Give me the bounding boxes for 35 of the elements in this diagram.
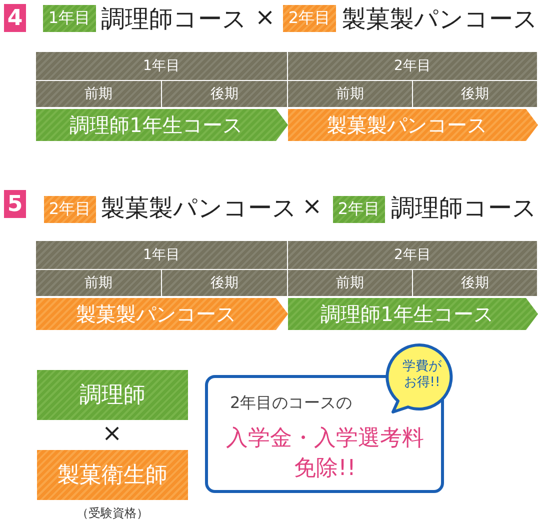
table-cell: 前期 [288, 270, 412, 296]
year-tag: 2年目 [333, 196, 385, 223]
table-cell: 後期 [413, 81, 537, 107]
number-badge: 5 [4, 190, 26, 218]
course-banner: 製菓製パンコース [36, 298, 288, 330]
table-cell: 前期 [36, 81, 161, 107]
table-cell: 後期 [162, 81, 287, 107]
qualification-box: 製菓衛生師 [37, 450, 188, 500]
info-box [205, 375, 444, 493]
course-title: 製菓製パンコース [342, 4, 538, 35]
course-title: 調理師コース [391, 193, 537, 224]
year-tag: 1年目 [43, 5, 96, 32]
course-banner: 調理師1年生コース [288, 298, 538, 330]
year-tag: 2年目 [44, 196, 96, 223]
caption-text: （受験資格） [76, 505, 150, 522]
year-tag: 2年目 [283, 5, 336, 32]
course-title: 調理師コース [101, 4, 247, 35]
table-cell: 前期 [288, 81, 412, 107]
table-cell: 後期 [162, 270, 287, 296]
multiply-sign: × [255, 3, 276, 31]
multiply-sign: × [302, 192, 322, 220]
table-cell: 前期 [36, 270, 161, 296]
table-cell: 1年目 [36, 241, 287, 269]
table-cell: 後期 [413, 270, 537, 296]
highlight-text: 入学金・入学選考料免除!! [225, 425, 425, 483]
note-text: 2年目のコースの [230, 393, 352, 414]
number-badge: 4 [4, 4, 26, 32]
table-cell: 2年目 [288, 241, 537, 269]
course-title: 製菓製パンコース [101, 193, 297, 224]
course-banner: 調理師1年生コース [36, 109, 288, 141]
multiply-sign: × [102, 419, 122, 447]
qualification-box: 調理師 [37, 370, 188, 420]
table-cell: 2年目 [288, 52, 537, 80]
course-banner: 製菓製パンコース [288, 109, 538, 141]
table-cell: 1年目 [36, 52, 287, 80]
